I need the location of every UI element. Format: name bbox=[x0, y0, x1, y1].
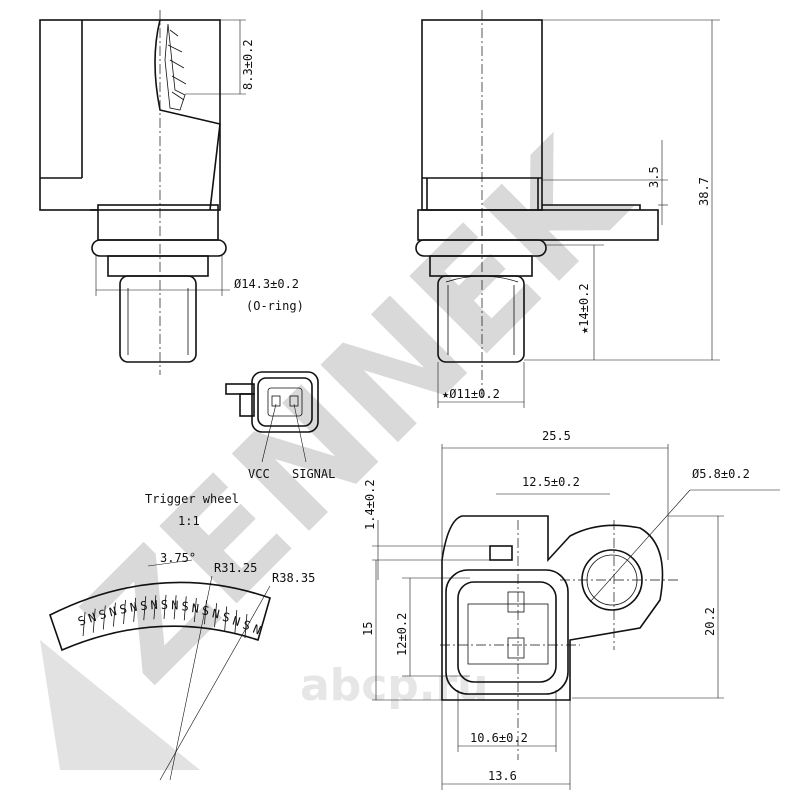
pin-label-signal: SIGNAL bbox=[292, 467, 335, 481]
trigger-r-outer: R38.35 bbox=[272, 571, 315, 585]
dim-20-2: 20.2 bbox=[703, 607, 717, 636]
pole-letter: S bbox=[161, 598, 169, 612]
watermark-stamp: abcp.ru bbox=[300, 660, 489, 711]
dim-1-4: 1.4±0.2 bbox=[363, 479, 377, 530]
pole-divider bbox=[82, 611, 86, 637]
trigger-title: Trigger wheel bbox=[145, 492, 239, 506]
pole-divider bbox=[234, 610, 238, 635]
dim-12-5: 12.5±0.2 bbox=[522, 475, 580, 489]
svg-text:ZENNEK: ZENNEK bbox=[52, 108, 660, 716]
side-view-left: 8.3±0.2 Ø14.3±0.2 (O-ring) bbox=[39, 10, 304, 375]
pole-divider bbox=[133, 597, 137, 622]
pole-divider bbox=[113, 602, 116, 627]
dim-oring-note: (O-ring) bbox=[246, 299, 304, 313]
dim-25-5: 25.5 bbox=[542, 429, 571, 443]
dim-11: ★Ø11±0.2 bbox=[442, 387, 500, 401]
pole-divider bbox=[183, 596, 187, 621]
side-view-right: 3.5 38.7 ★14±0.2 ★Ø11±0.2 bbox=[415, 10, 720, 408]
dim-38-7: 38.7 bbox=[697, 177, 711, 206]
pole-letter: S bbox=[241, 618, 252, 634]
dim-10-6: 10.6±0.2 bbox=[470, 731, 528, 745]
pole-divider bbox=[163, 594, 167, 619]
pole-divider bbox=[92, 608, 96, 633]
pole-divider bbox=[244, 613, 248, 639]
trigger-r-inner: R31.25 bbox=[214, 561, 257, 575]
pole-divider bbox=[102, 605, 106, 630]
pole-divider bbox=[153, 595, 157, 620]
pole-letter: S bbox=[76, 613, 88, 629]
pole-divider bbox=[214, 603, 217, 628]
pole-letter: N bbox=[108, 604, 118, 619]
trigger-angle: 3.75° bbox=[160, 551, 196, 565]
pole-divider bbox=[143, 596, 147, 621]
dim-3-5: 3.5 bbox=[647, 166, 661, 188]
dim-oring-diameter: Ø14.3±0.2 bbox=[234, 277, 299, 291]
trigger-scale: 1:1 bbox=[178, 514, 200, 528]
pole-letter: N bbox=[86, 610, 97, 626]
dim-15: 15 bbox=[361, 622, 375, 636]
dim-13-6: 13.6 bbox=[488, 769, 517, 783]
pole-divider bbox=[224, 606, 228, 631]
dim-14: ★14±0.2 bbox=[577, 283, 591, 334]
pole-letter: N bbox=[150, 598, 158, 612]
pole-divider bbox=[173, 595, 177, 620]
pole-letter: S bbox=[139, 598, 148, 613]
connector-pin-view: VCC SIGNAL bbox=[225, 371, 335, 481]
dim-12: 12±0.2 bbox=[395, 613, 409, 656]
pole-divider bbox=[193, 597, 197, 623]
front-view: 25.5 12.5±0.2 Ø5.8±0.2 1.4±0.2 15 12±0.2… bbox=[361, 429, 780, 790]
pole-letter: S bbox=[118, 602, 128, 617]
pole-letter: N bbox=[129, 600, 138, 615]
pin-label-vcc: VCC bbox=[248, 467, 270, 481]
pole-letter: S bbox=[97, 607, 108, 622]
pole-letter: N bbox=[171, 598, 179, 612]
pole-divider bbox=[123, 599, 126, 624]
pole-letter: N bbox=[231, 614, 242, 629]
dim-5-8: Ø5.8±0.2 bbox=[692, 467, 750, 481]
dim-8-3: 8.3±0.2 bbox=[241, 39, 255, 90]
pole-letter: N bbox=[251, 622, 263, 638]
